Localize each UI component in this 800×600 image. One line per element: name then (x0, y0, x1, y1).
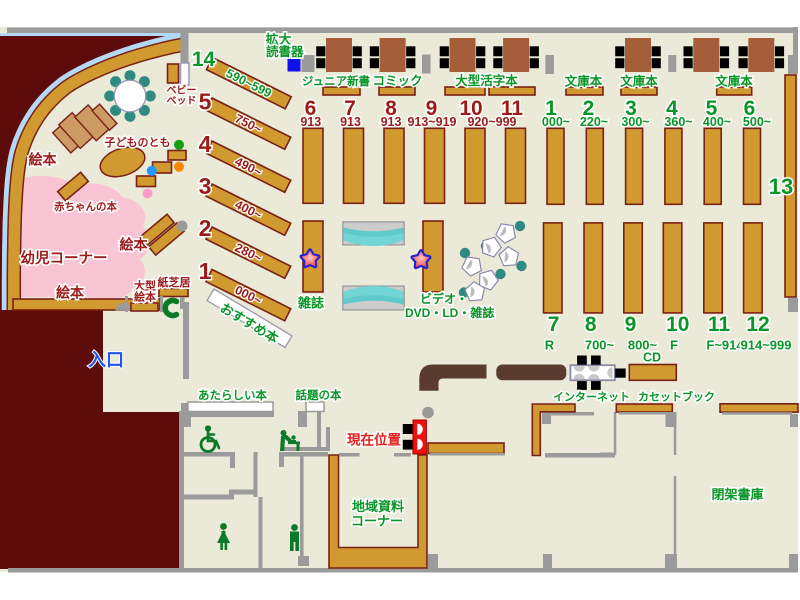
svg-text:雑誌: 雑誌 (297, 296, 324, 311)
svg-text:CD: CD (643, 351, 661, 365)
svg-text:F~914: F~914 (706, 338, 744, 353)
svg-text:絵本: 絵本 (56, 285, 85, 301)
svg-text:F: F (670, 338, 678, 353)
svg-text:3: 3 (199, 173, 212, 199)
svg-text:紙芝居: 紙芝居 (158, 275, 191, 289)
svg-text:5: 5 (706, 97, 718, 120)
svg-text:9: 9 (625, 313, 637, 336)
svg-text:ベッド: ベッド (167, 95, 197, 107)
svg-text:ベビー: ベビー (167, 84, 197, 97)
svg-text:幼児コーナー: 幼児コーナー (21, 249, 108, 267)
svg-text:400~: 400~ (703, 115, 731, 129)
svg-text:6: 6 (744, 97, 756, 120)
svg-text:913: 913 (300, 115, 321, 129)
svg-text:913: 913 (340, 115, 361, 129)
svg-text:大型活字本: 大型活字本 (455, 73, 518, 88)
svg-text:地域資料: 地域資料 (352, 499, 404, 514)
svg-text:913~919: 913~919 (407, 115, 456, 129)
svg-text:13: 13 (769, 174, 793, 199)
svg-text:12: 12 (746, 313, 769, 336)
svg-text:1: 1 (545, 97, 557, 120)
svg-text:6: 6 (305, 97, 317, 120)
svg-text:10: 10 (459, 97, 482, 120)
svg-text:300~: 300~ (621, 115, 649, 129)
svg-text:文庫本: 文庫本 (715, 74, 753, 89)
svg-text:14: 14 (192, 48, 216, 71)
svg-text:4: 4 (666, 97, 678, 120)
svg-text:文庫本: 文庫本 (620, 74, 658, 89)
svg-text:9: 9 (426, 97, 438, 120)
svg-text:10: 10 (666, 313, 689, 336)
svg-text:閉架書庫: 閉架書庫 (711, 487, 763, 502)
svg-text:絵本: 絵本 (134, 290, 156, 304)
svg-text:913: 913 (381, 115, 402, 129)
svg-text:8: 8 (585, 313, 597, 336)
svg-text:入口: 入口 (88, 350, 124, 370)
svg-text:11: 11 (501, 97, 524, 120)
svg-text:R: R (545, 338, 555, 353)
svg-text:3: 3 (625, 97, 637, 120)
svg-text:220~: 220~ (580, 115, 608, 129)
svg-text:コーナー: コーナー (351, 514, 403, 529)
svg-text:7: 7 (344, 97, 356, 120)
svg-text:11: 11 (708, 313, 731, 336)
svg-text:DVD・LD・雑誌: DVD・LD・雑誌 (405, 305, 494, 320)
svg-text:コミック: コミック (372, 74, 422, 88)
svg-text:絵本: 絵本 (29, 152, 58, 168)
svg-text:800~: 800~ (628, 338, 658, 353)
svg-text:話題の本: 話題の本 (296, 388, 342, 402)
svg-text:文庫本: 文庫本 (565, 74, 603, 89)
svg-text:赤ちゃんの本: 赤ちゃんの本 (54, 200, 117, 213)
svg-text:あたらしい本: あたらしい本 (198, 388, 267, 402)
svg-text:7: 7 (548, 313, 560, 336)
svg-text:000~: 000~ (542, 115, 570, 129)
svg-text:8: 8 (385, 97, 397, 120)
svg-text:読書器: 読書器 (266, 44, 304, 59)
svg-text:1: 1 (199, 258, 212, 284)
svg-text:カセットブック: カセットブック (638, 390, 715, 404)
svg-text:4: 4 (199, 131, 212, 157)
svg-text:インターネット: インターネット (553, 391, 630, 404)
svg-text:ジュニア新書: ジュニア新書 (302, 74, 371, 88)
svg-text:920~999: 920~999 (467, 115, 516, 129)
svg-text:700~: 700~ (585, 338, 615, 353)
svg-text:大型: 大型 (134, 279, 156, 293)
svg-text:子どものとも: 子どものとも (105, 136, 171, 149)
svg-text:拡大: 拡大 (266, 32, 292, 47)
svg-text:5: 5 (199, 89, 212, 115)
svg-text:2: 2 (583, 97, 595, 120)
svg-text:2: 2 (199, 215, 212, 241)
svg-text:914~999: 914~999 (741, 338, 792, 353)
svg-text:ビデオ・: ビデオ・ (420, 291, 468, 306)
svg-text:500~: 500~ (743, 115, 771, 129)
svg-text:現在位置: 現在位置 (347, 432, 401, 448)
svg-text:絵本: 絵本 (120, 237, 149, 253)
svg-text:360~: 360~ (664, 115, 692, 129)
